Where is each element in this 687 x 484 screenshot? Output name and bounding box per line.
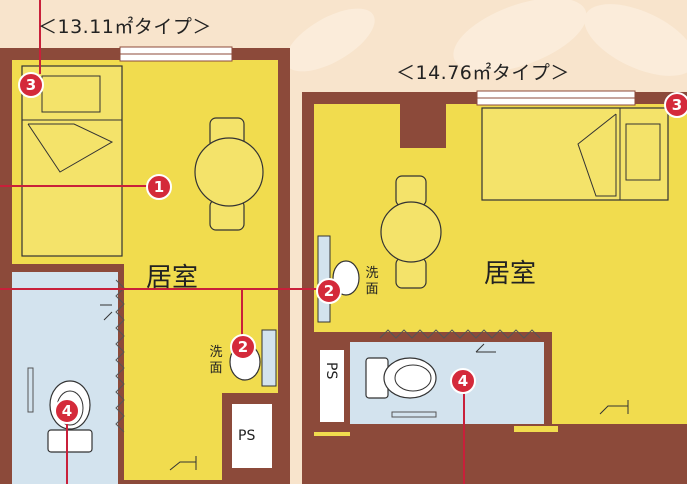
plan-a-partition-wall — [12, 264, 124, 272]
plan-a-accordion-door — [115, 279, 125, 433]
marker-bed-plan-b: 3 — [664, 92, 687, 118]
marker-toilet-plan-b: 4 — [450, 368, 476, 394]
plan-a-caption: ＜13.11㎡タイプ＞ — [38, 16, 212, 38]
marker-room-plan-a: 1 — [146, 174, 172, 200]
leader-lines — [0, 0, 465, 484]
plan-a-washbasin-label: 洗面 — [209, 345, 223, 376]
plan-a-floorplan — [0, 46, 290, 484]
marker-washbasin-plan-b: 2 — [316, 278, 342, 304]
plan-b-bed — [481, 107, 669, 201]
plan-b-accordion-door — [379, 329, 541, 339]
plan-b-column — [400, 104, 446, 148]
plan-a-ps-label: PS — [238, 428, 256, 444]
plan-b-room-label: 居室 — [484, 259, 537, 289]
marker-bed-plan-a: 3 — [18, 72, 44, 98]
plan-a-bed — [21, 65, 123, 257]
plan-a-room-label: 居室 — [146, 263, 199, 293]
plan-b-caption: ＜14.76㎡タイプ＞ — [396, 62, 570, 84]
marker-toilet-plan-a: 4 — [54, 398, 80, 424]
plan-b-table-set — [380, 175, 442, 289]
plan-b-partition-wall — [314, 332, 550, 342]
marker-washbasin-plan-a: 2 — [230, 334, 256, 360]
plan-b-washbasin-label: 洗面 — [365, 266, 379, 297]
plan-b-floorplan — [302, 90, 687, 484]
plan-a-table-set — [194, 117, 264, 231]
plan-b-toilet — [365, 357, 437, 399]
plan-b-ps-label: PS — [323, 362, 339, 380]
